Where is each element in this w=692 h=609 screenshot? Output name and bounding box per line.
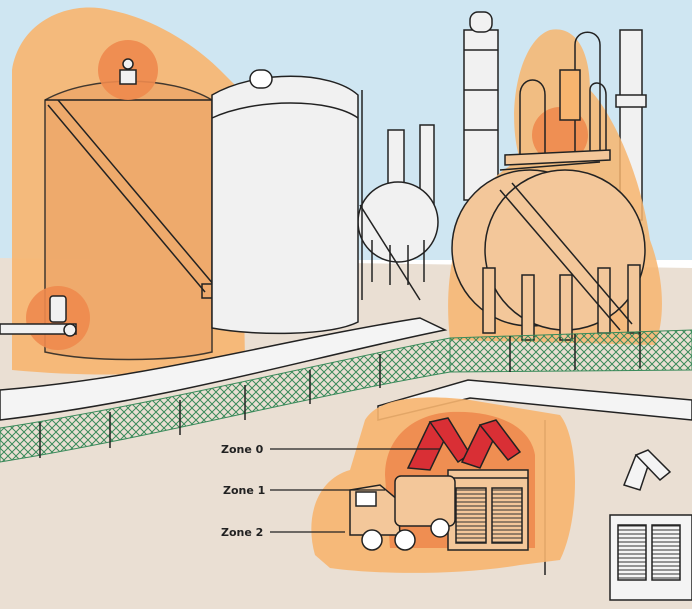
loading-rack xyxy=(447,469,529,551)
zone1-callout: Zone 1 xyxy=(223,484,385,497)
fence-posts-right xyxy=(509,332,641,372)
inlet-pipe-valve xyxy=(0,295,77,337)
zone1-sphere-vent xyxy=(532,107,588,163)
zone1-label: Zone 1 xyxy=(223,484,265,497)
fence-right xyxy=(449,329,692,373)
loading-bay-right xyxy=(609,449,692,601)
retaining-wall xyxy=(0,317,448,421)
loading-arms-zone0 xyxy=(406,417,522,471)
sphere-top-piping xyxy=(504,31,611,166)
zone2-callout: Zone 2 xyxy=(221,526,345,539)
storage-tank-white xyxy=(211,69,421,335)
zone0-label: Zone 0 xyxy=(221,443,264,456)
distillation-columns xyxy=(387,11,647,221)
zone0-callout: Zone 0 xyxy=(221,443,440,456)
tank-vent xyxy=(119,58,137,85)
fence-posts-left xyxy=(39,354,381,458)
sphere-tanks xyxy=(451,161,646,341)
zone2-label: Zone 2 xyxy=(221,526,263,539)
